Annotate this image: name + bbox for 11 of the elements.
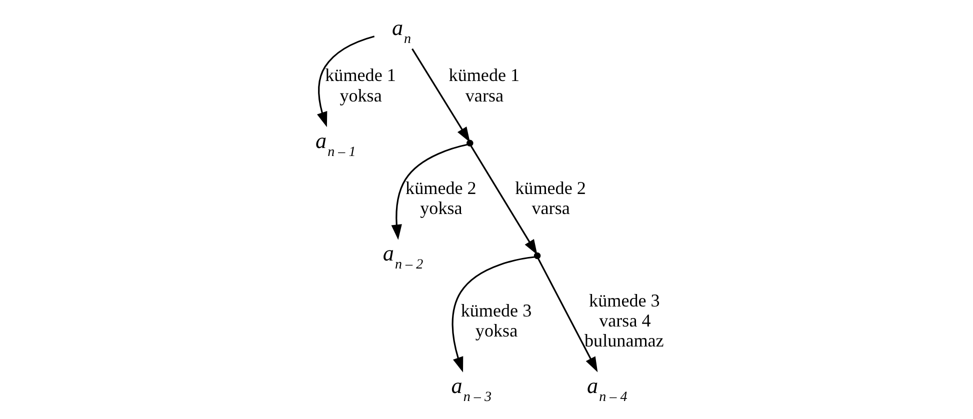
node-text: a$_{n – 1}$ bbox=[316, 128, 356, 160]
node-text: a$_{n – 2}$ bbox=[382, 240, 424, 272]
edge-label: kümede 1 varsa bbox=[448, 65, 520, 106]
node-text: a$_{n}$ bbox=[392, 15, 412, 48]
node-text: a$_{n – 4}$ bbox=[587, 373, 628, 406]
edge-label: kümede 3 yoksa bbox=[460, 300, 532, 341]
node-text: a$_{n – 3}$ bbox=[451, 373, 492, 406]
edge-label: kümede 2 yoksa bbox=[406, 178, 476, 218]
edge-label: kümede 2 varsa bbox=[515, 178, 586, 218]
edge-label: kümede 3 varsa 4 bulunamaz bbox=[584, 290, 664, 351]
edge-label: kümede 1 yoksa bbox=[325, 65, 396, 106]
